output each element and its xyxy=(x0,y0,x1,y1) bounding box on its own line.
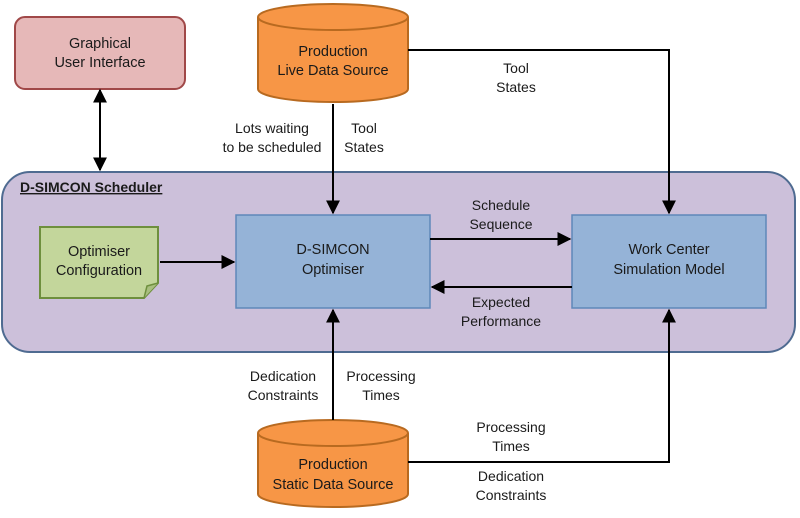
dedication-right-line1: Dedication xyxy=(478,468,544,484)
static-source-line2: Static Data Source xyxy=(273,477,394,493)
optimiser-config-line1: Optimiser xyxy=(68,244,130,260)
processing-left-line2: Times xyxy=(362,387,400,403)
expected-performance-line1: Expected xyxy=(472,294,530,310)
schedule-sequence-line1: Schedule xyxy=(472,197,531,213)
live-source-line1: Production xyxy=(298,44,367,60)
live-source-line2: Live Data Source xyxy=(277,63,388,79)
processing-right-line2: Times xyxy=(492,438,530,454)
schedule-sequence-line2: Sequence xyxy=(469,216,532,232)
optimiser-box: D-SIMCON Optimiser xyxy=(235,214,431,309)
simulation-model-box: Work Center Simulation Model xyxy=(571,214,767,309)
scheduler-title: D-SIMCON Scheduler xyxy=(20,179,163,195)
lots-waiting-label-line1: Lots waiting xyxy=(235,120,309,136)
simulation-line2: Simulation Model xyxy=(613,262,724,278)
tool-states-right-line1: Tool xyxy=(503,60,529,76)
connectors xyxy=(93,49,676,463)
gui-box: Graphical User Interface xyxy=(14,16,186,90)
live-to-simulation-arrow xyxy=(408,49,676,215)
optimiser-line1: D-SIMCON xyxy=(296,242,369,258)
static-source-line1: Production xyxy=(298,457,367,473)
dedication-left-line2: Constraints xyxy=(248,387,319,403)
gui-label-line1: Graphical xyxy=(69,36,131,52)
dedication-left-line1: Dedication xyxy=(250,368,316,384)
tool-states-left-line1: Tool xyxy=(351,120,377,136)
optimiser-config-line2: Configuration xyxy=(56,263,142,279)
tool-states-right-line2: States xyxy=(496,79,536,95)
dedication-right-line2: Constraints xyxy=(476,487,547,503)
optimiser-configuration-note: Optimiser Configuration xyxy=(39,226,159,299)
lots-waiting-label-line2: to be scheduled xyxy=(223,139,322,155)
static-data-source-cylinder: Production Static Data Source xyxy=(257,419,409,508)
processing-left-line1: Processing xyxy=(346,368,415,384)
edge-labels: Lots waiting to be scheduled Tool States… xyxy=(223,60,547,503)
gui-label-line2: User Interface xyxy=(54,55,145,71)
static-to-simulation-arrow xyxy=(408,308,676,463)
simulation-line1: Work Center xyxy=(628,242,709,258)
live-data-source-cylinder: Production Live Data Source xyxy=(257,3,409,103)
optimiser-line2: Optimiser xyxy=(302,262,364,278)
expected-performance-line2: Performance xyxy=(461,313,541,329)
tool-states-left-line2: States xyxy=(344,139,384,155)
processing-right-line1: Processing xyxy=(476,419,545,435)
